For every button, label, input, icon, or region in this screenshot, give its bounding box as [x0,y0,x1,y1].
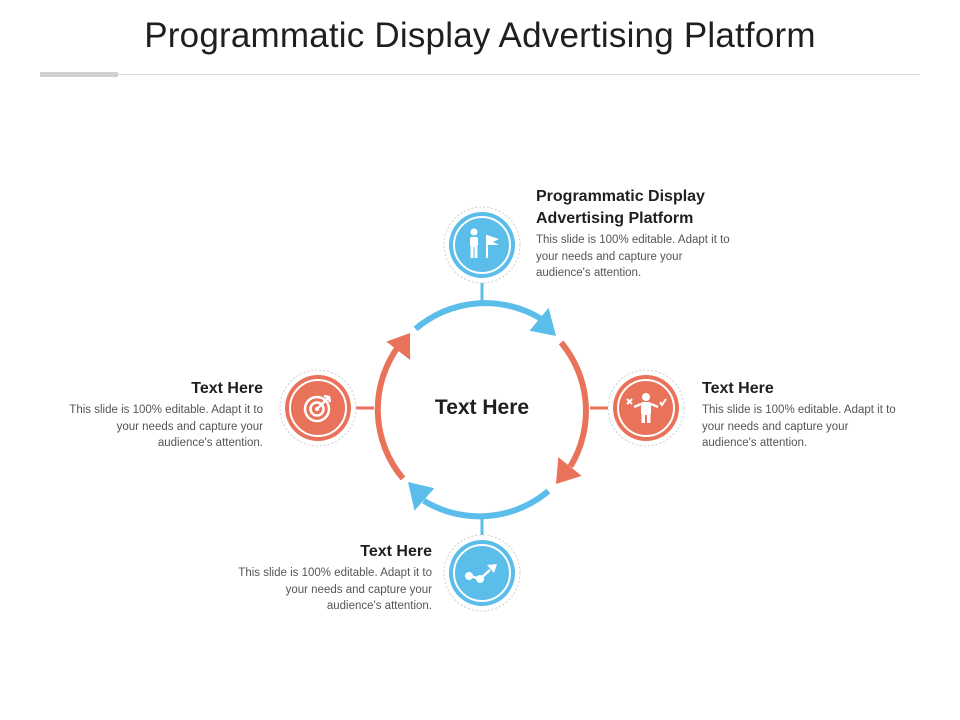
item-heading: Programmatic Display [536,188,705,205]
title-divider-accent [40,72,118,77]
item-block-bottom: Text Here This slide is 100% editable. A… [232,541,432,615]
item-description: This slide is 100% editable. Adapt it to… [238,567,432,612]
item-heading: Text Here [191,380,263,397]
node-bottom [443,534,521,612]
item-block-left: Text Here This slide is 100% editable. A… [63,378,263,452]
decision-person-icon [626,393,667,423]
item-description: This slide is 100% editable. Adapt it to… [69,404,263,449]
node-right [607,369,685,447]
item-description: This slide is 100% editable. Adapt it to… [536,234,730,279]
arrowhead-right [556,457,582,484]
target-icon [303,394,332,423]
node-top [443,206,521,284]
path-arrow-icon [465,564,497,583]
arc-bottom [422,488,551,520]
item-block-right: Text Here This slide is 100% editable. A… [702,378,902,452]
node-left [279,369,357,447]
title-divider [40,74,920,75]
item-heading-line2: Advertising Platform [536,210,694,227]
item-heading: Text Here [360,543,432,560]
item-heading: Text Here [702,380,774,397]
arrowhead-bottom [408,482,435,511]
arc-right [558,340,589,469]
slide-title: Programmatic Display Advertising Platfor… [144,16,816,55]
item-block-top: Programmatic Display Advertising Platfor… [536,186,756,282]
arrowhead-top [529,307,556,336]
center-label: Text Here [434,396,530,419]
item-description: This slide is 100% editable. Adapt it to… [702,404,896,449]
arc-left [374,344,406,481]
arrowhead-left [386,333,411,360]
arc-top [413,300,542,332]
person-flag-icon [470,228,499,258]
